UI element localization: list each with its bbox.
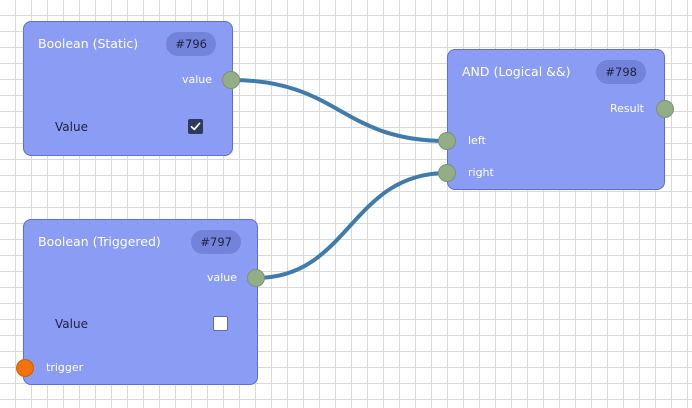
node-boolean-static[interactable]: Boolean (Static) #796 value Value — [23, 21, 233, 156]
node-id-badge: #798 — [596, 60, 646, 84]
wire-797-value-to-798-right[interactable] — [254, 171, 449, 280]
value-checkbox[interactable] — [213, 316, 228, 331]
node-boolean-triggered[interactable]: Boolean (Triggered) #797 value Value tri… — [23, 219, 258, 385]
left-port-label: left — [468, 134, 486, 147]
output-port-label: value — [206, 271, 237, 284]
trigger-port-label: trigger — [46, 361, 84, 374]
value-field-label: Value — [55, 317, 88, 331]
value-checkbox[interactable] — [188, 119, 203, 134]
node-logical-and[interactable]: AND (Logical &&) #798 Result left right — [447, 49, 665, 190]
check-icon — [190, 122, 201, 131]
result-port-label: Result — [610, 102, 644, 115]
node-id-badge: #797 — [191, 230, 241, 254]
node-title: Boolean (Triggered) — [38, 234, 161, 249]
output-port-result-798[interactable] — [656, 100, 674, 118]
node-id-badge: #796 — [166, 32, 216, 56]
output-port-label: value — [181, 73, 212, 86]
output-port-value-797[interactable] — [247, 269, 265, 287]
input-port-trigger-797[interactable] — [16, 359, 34, 377]
right-port-label: right — [468, 166, 494, 179]
wire-796-value-to-798-left[interactable] — [229, 78, 449, 143]
output-port-value-796[interactable] — [222, 71, 240, 89]
input-port-left-798[interactable] — [438, 132, 456, 150]
node-title: AND (Logical &&) — [462, 64, 571, 79]
node-title: Boolean (Static) — [38, 36, 139, 51]
value-field-label: Value — [55, 120, 88, 134]
input-port-right-798[interactable] — [438, 164, 456, 182]
